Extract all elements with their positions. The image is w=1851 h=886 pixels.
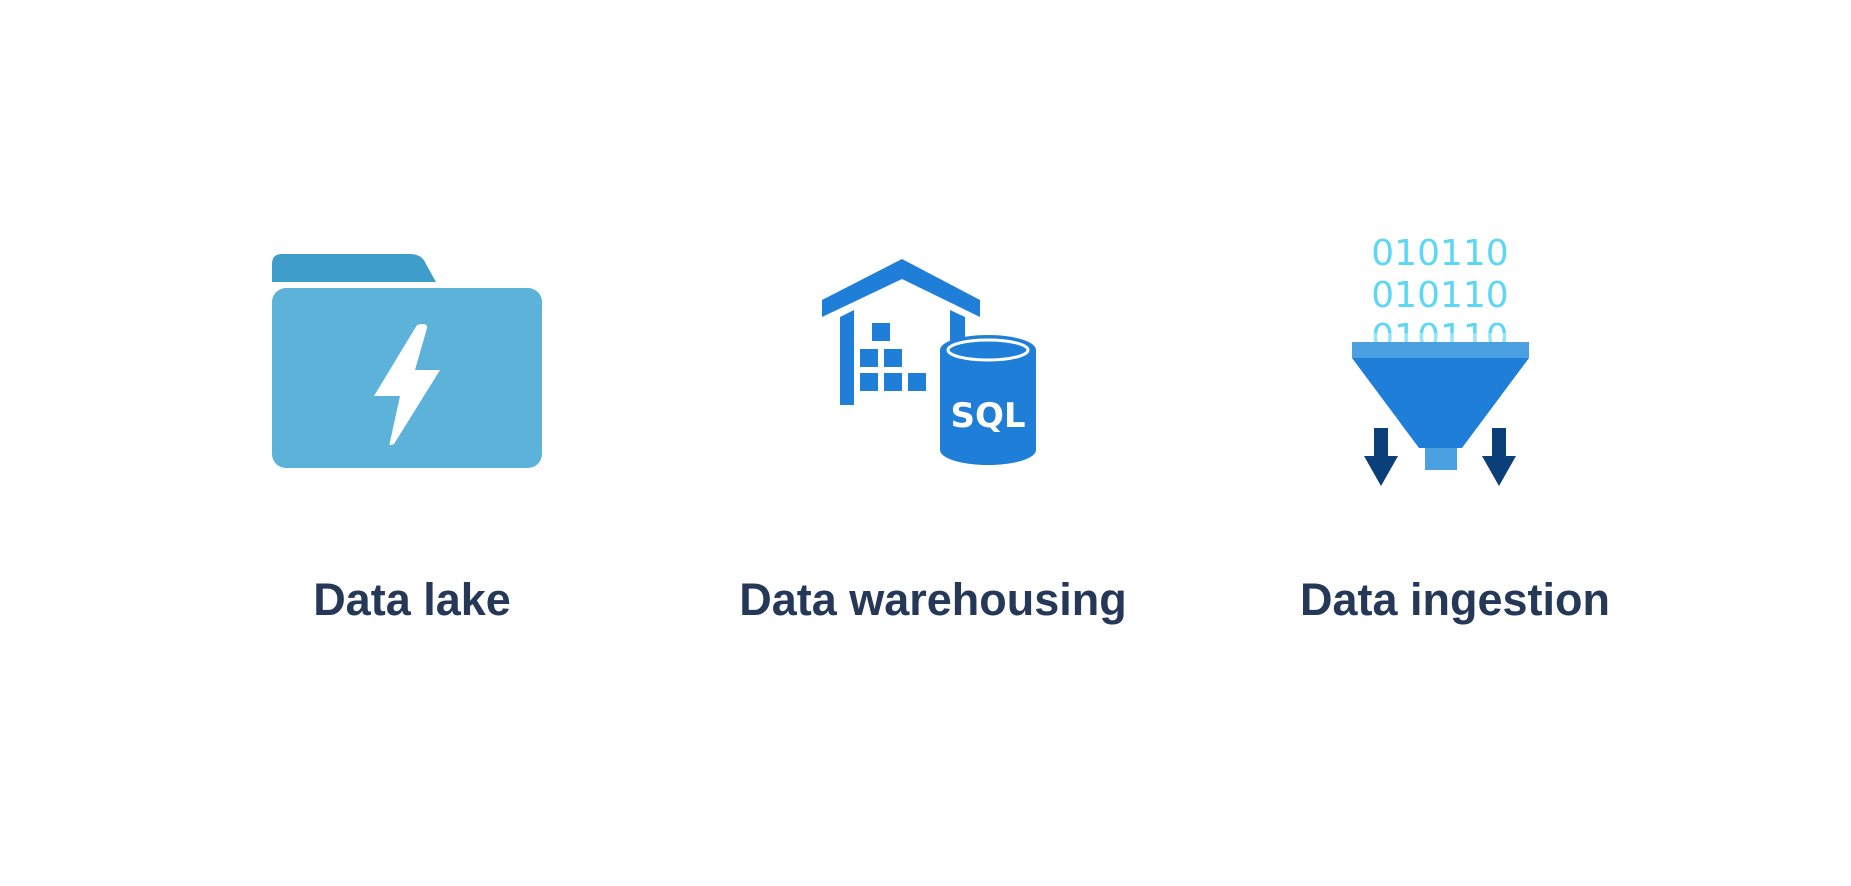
- data-lake-label: Data lake: [313, 574, 511, 625]
- database-cylinder-icon: [940, 335, 1036, 465]
- warehouse-box: [908, 373, 926, 391]
- funnel-binary-icon: 010110 010110 010110: [1340, 233, 1540, 486]
- arrow-down-icon: [1364, 428, 1398, 486]
- warehouse-box: [884, 373, 902, 391]
- warehouse-box: [884, 349, 902, 367]
- binary-row: 010110: [1371, 275, 1508, 316]
- warehouse-sql-icon: SQL: [822, 259, 1036, 465]
- sql-badge-text: SQL: [950, 396, 1025, 436]
- warehouse-box: [872, 323, 890, 341]
- funnel-rim: [1352, 342, 1529, 358]
- data-ingestion-label: Data ingestion: [1299, 574, 1611, 625]
- binary-row: 010110: [1371, 233, 1508, 274]
- warehouse-walls: [840, 310, 965, 405]
- funnel-body: [1352, 358, 1529, 448]
- data-warehousing-label: Data warehousing: [739, 574, 1127, 625]
- warehouse-box: [860, 373, 878, 391]
- arrow-down-icon: [1482, 428, 1516, 486]
- folder-tab: [272, 254, 436, 282]
- lightning-bolt: [374, 324, 440, 446]
- warehouse-roof: [822, 259, 980, 317]
- warehouse-box: [860, 349, 878, 367]
- funnel-spout: [1425, 448, 1457, 470]
- folder-lightning-icon: [272, 254, 542, 468]
